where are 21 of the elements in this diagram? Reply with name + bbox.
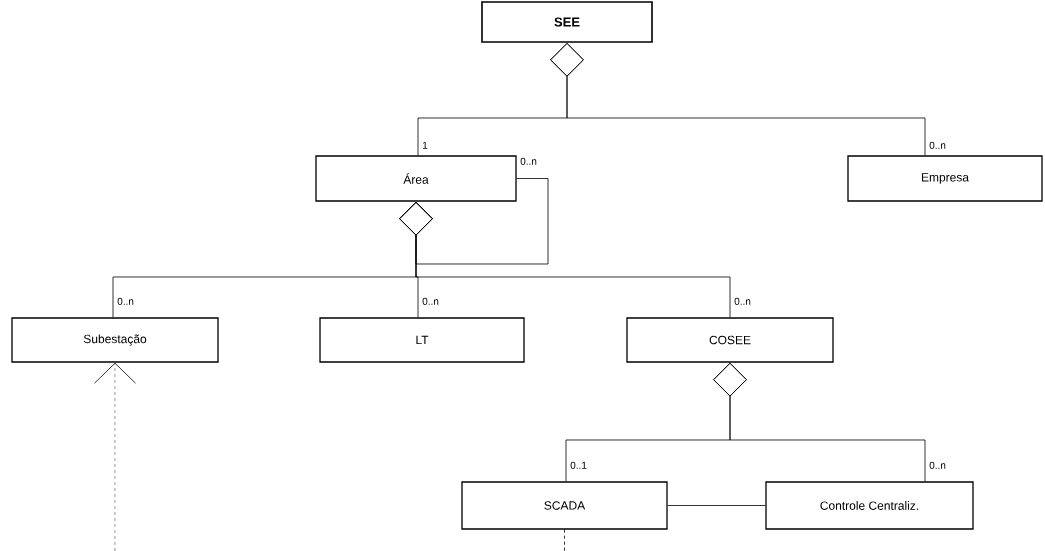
aggregation-line [713,362,926,482]
multiplicity-label: 0..n [734,297,751,305]
class-box: Subestação [11,317,219,363]
class-box: SEE [481,1,653,43]
association-line [667,505,766,506]
aggregation-line [550,42,926,156]
multiplicity-label: 1 [422,141,428,149]
multiplicity-label: 0..1 [570,461,587,469]
class-box: Área [315,155,517,202]
multiplicity-label: 0..n [117,297,134,305]
class-box: Controle Centraliz. [765,481,974,530]
multiplicity-label: 0..n [929,141,946,149]
class-box: SCADA [461,481,668,530]
aggregation-line [399,201,731,318]
multiplicity-label: 0..n [929,461,946,469]
multiplicity-label: 0..n [520,157,537,165]
multiplicity-label: 0..n [422,297,439,305]
class-box: COSEE [626,317,834,363]
dependency-line [564,529,565,551]
class-box: LT [319,317,525,363]
class-box: Empresa [847,155,1043,202]
